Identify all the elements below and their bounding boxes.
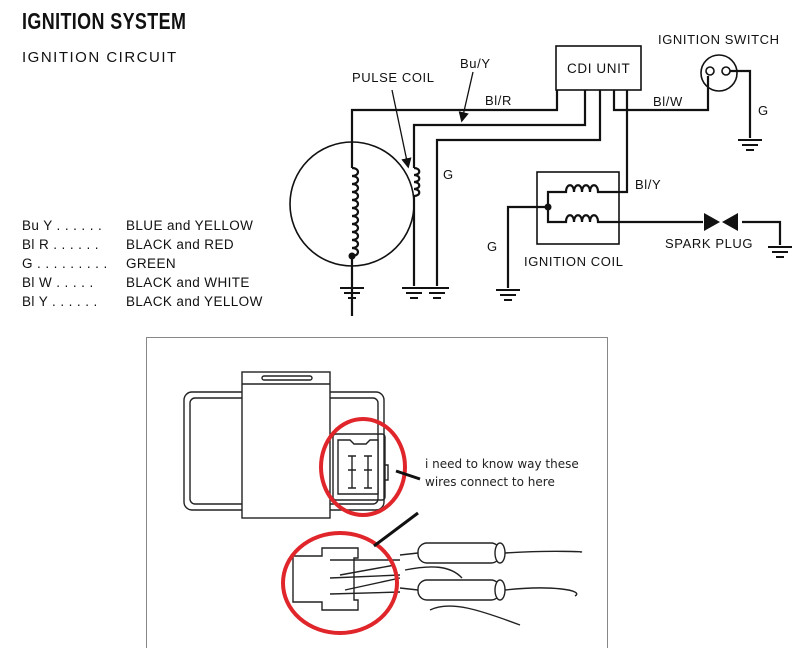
junction-dot [544,203,552,211]
legend-code: Bl W . . . . . [22,275,94,290]
legend-row: Bu Y . . . . . . BLUE and YELLOW [22,216,263,235]
switch-contact-1 [705,66,715,76]
spark-plug-ground-wire [742,220,782,245]
wire-bl-y [615,90,629,194]
user-annotation-note: i need to know way these wires connect t… [425,457,579,489]
wire-label-bl-w: Bl/W [653,94,683,109]
legend-code: Bu Y . . . . . . [22,218,103,233]
legend-code: Bl Y . . . . . . [22,294,98,309]
secondary-coil-icon [546,207,703,224]
ground-icon [424,287,450,299]
pulse-coil-label: PULSE COIL [352,70,435,85]
wire-label-g-coil: G [487,239,498,254]
ground-icon [767,246,793,258]
legend-code: Bl R . . . . . . [22,237,99,252]
wire-g-coil [506,205,548,288]
ignition-switch-housing [700,54,738,92]
pulse-coil-icon [413,166,421,198]
legend-meaning: BLUE and YELLOW [126,218,254,233]
pulse-coil-pointer [391,89,412,169]
cdi-unit-label: CDI UNIT [567,61,631,76]
legend-row: Bl W . . . . . BLACK and WHITE [22,273,263,292]
legend-meaning: BLACK and WHITE [126,275,250,290]
legend-meaning: GREEN [126,256,177,271]
legend-meaning: BLACK and RED [126,237,234,252]
wire-label-g-pulse: G [443,167,454,182]
legend-row: G . . . . . . . . . GREEN [22,254,263,273]
wire-label-g-switch: G [758,103,769,118]
legend-row: Bl Y . . . . . . BLACK and YELLOW [22,292,263,311]
wire-bl-w [612,76,710,112]
legend-code: G . . . . . . . . . [22,256,108,271]
ignition-circuit-diagram [289,45,793,316]
page-subtitle: IGNITION CIRCUIT [22,49,178,66]
ground-icon [401,287,427,299]
wire-bl-r [350,90,559,316]
exciter-coil-icon [351,166,360,258]
wire-label-bl-y: Bl/Y [635,177,662,192]
bu-y-pointer [458,71,474,123]
wire-label-bl-r: Bl/R [485,93,512,108]
wire-g-pulse [435,90,602,286]
page-title: IGNITION SYSTEM [22,8,187,34]
ground-icon [495,289,521,301]
wire-g-switch [730,69,752,138]
ignition-coil-label: IGNITION COIL [524,254,624,269]
ignition-switch-label: IGNITION SWITCH [658,32,780,47]
switch-contact-2 [721,66,731,76]
wire-bu-y [412,90,587,286]
ground-icon [737,139,763,151]
legend-row: Bl R . . . . . . BLACK and RED [22,235,263,254]
wire-label-bu-y: Bu/Y [460,56,491,71]
cdi-connector-illustration-frame [146,337,608,648]
wire-color-legend: Bu Y . . . . . . BLUE and YELLOW Bl R . .… [22,216,263,311]
spark-plug-icon [704,213,738,231]
legend-meaning: BLACK and YELLOW [126,294,263,309]
cdi-unit-box [555,45,642,91]
spark-plug-label: SPARK PLUG [665,236,754,251]
primary-coil-icon [546,184,615,207]
junction-dot [348,252,356,260]
